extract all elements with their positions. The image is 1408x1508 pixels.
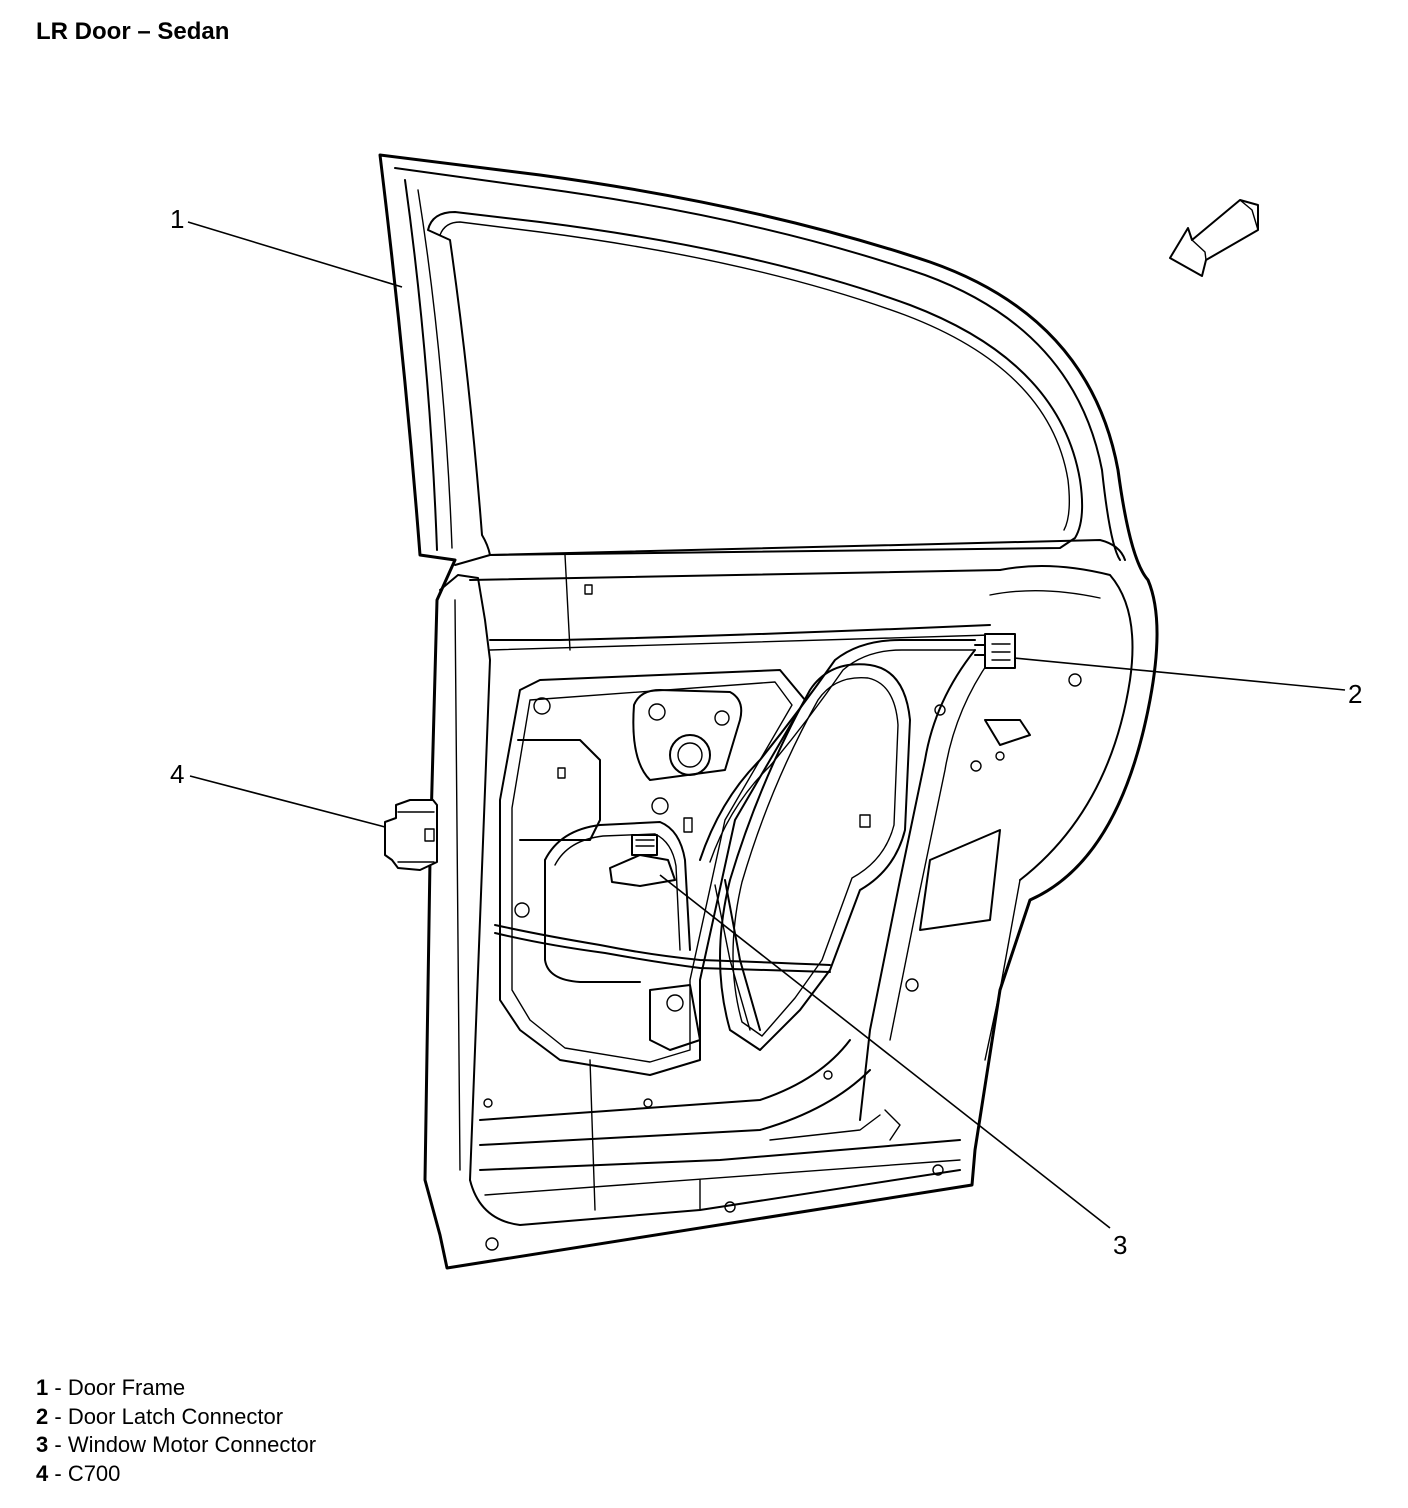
window-motor-connector [609, 834, 676, 887]
door-latch-connector [974, 633, 1016, 669]
callout-1: 1 [170, 204, 184, 234]
legend-number: 1 [36, 1375, 49, 1400]
legend-number: 2 [36, 1403, 49, 1429]
legend-item: 1 - Door Frame [36, 1374, 316, 1403]
legend-separator: - [48, 1375, 68, 1400]
access-opening [719, 663, 911, 1051]
legend-item: 4 - C700 [36, 1460, 316, 1489]
legend-label: C700 [67, 1460, 121, 1486]
front-direction-arrow-icon [1169, 199, 1259, 277]
legend-separator: - [48, 1432, 68, 1457]
legend-label: Window Motor Connector [67, 1432, 317, 1457]
diagram-title: LR Door – Sedan [36, 18, 230, 45]
c700-connector [384, 799, 438, 871]
leader-line-4 [189, 775, 386, 828]
legend-separator: - [48, 1460, 68, 1486]
leader-line-1 [187, 221, 403, 288]
latch-pillar [859, 565, 1134, 1121]
callout-3: 3 [1113, 1230, 1127, 1260]
callout-2: 2 [1348, 679, 1362, 709]
legend: 1 - Door Frame 2 - Door Latch Connector … [36, 1374, 316, 1488]
leader-line-3 [659, 874, 1111, 1229]
legend-label: Door Frame [67, 1375, 186, 1400]
hinge-pillar [439, 574, 961, 1226]
belt-line [454, 539, 1126, 651]
lower-panel [479, 1039, 961, 1251]
legend-item: 3 - Window Motor Connector [36, 1431, 316, 1460]
callout-4: 4 [170, 759, 184, 789]
window-opening [427, 211, 1084, 556]
leader-line-2 [1013, 657, 1346, 691]
legend-number: 3 [36, 1432, 49, 1457]
legend-item: 2 - Door Latch Connector [36, 1403, 316, 1432]
inner-panel [499, 669, 806, 1076]
legend-label: Door Latch Connector [67, 1403, 284, 1429]
legend-separator: - [48, 1403, 68, 1429]
door-frame-outline [378, 153, 1159, 1270]
wiring-harness [494, 639, 976, 1031]
legend-number: 4 [36, 1460, 49, 1486]
